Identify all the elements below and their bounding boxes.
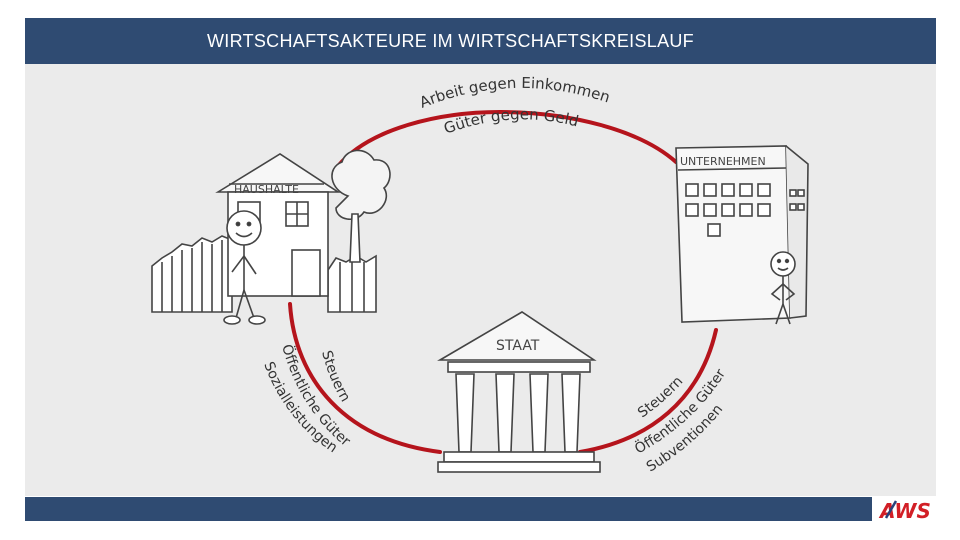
state-label: STAAT: [496, 338, 540, 354]
flow-arc-top: [336, 109, 678, 168]
tree-illustration: [331, 149, 391, 263]
flow-label-top-inner: Güter gegen Geld: [441, 105, 580, 137]
company-windows: [685, 183, 805, 237]
fence: [151, 235, 377, 313]
page-title: WIRTSCHAFTSAKTEURE IM WIRTSCHAFTSKREISLA…: [207, 30, 694, 51]
company-illustration: [675, 145, 809, 325]
title-bar: WIRTSCHAFTSAKTEURE IM WIRTSCHAFTSKREISLA…: [25, 18, 936, 64]
state-columns: [455, 373, 581, 453]
household-person: [223, 210, 266, 325]
svg-text:AWS: AWS: [878, 499, 931, 523]
company-label: UNTERNEHMEN: [680, 155, 766, 168]
aws-logo: AWS: [878, 499, 931, 523]
flow-circle: [288, 109, 718, 454]
flow-label-left-taxes: Steuern: [318, 349, 353, 405]
household-label: HAUSHALTE: [234, 183, 299, 196]
flow-arc-right: [578, 328, 718, 454]
flow-arc-left: [288, 302, 442, 454]
company-person: [770, 251, 796, 325]
footer-bar: [25, 497, 872, 521]
state-illustration: [437, 311, 601, 473]
household-illustration: [151, 149, 391, 325]
